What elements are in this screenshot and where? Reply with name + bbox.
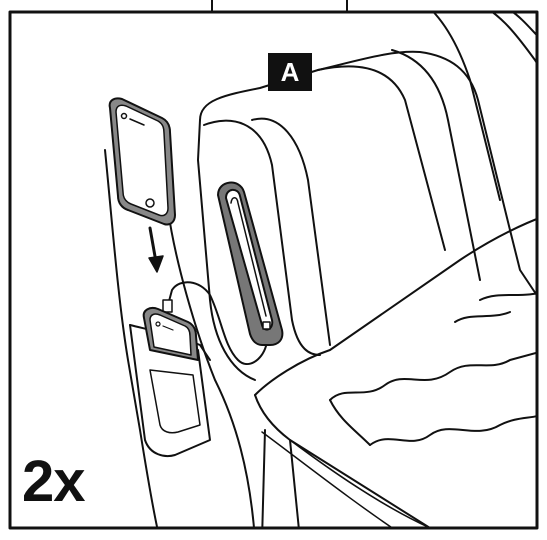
arrow-down-icon: [148, 226, 164, 273]
quantity-label: 2x: [22, 449, 86, 514]
wireless-charger-icon: [217, 181, 284, 346]
callout-label-a: A: [268, 53, 312, 91]
phone-in-pocket-icon: [142, 307, 199, 361]
cable-connector: [162, 299, 173, 313]
cable-icon: [167, 281, 267, 365]
seat-cushion: [254, 214, 547, 540]
phone-icon: [108, 97, 176, 226]
